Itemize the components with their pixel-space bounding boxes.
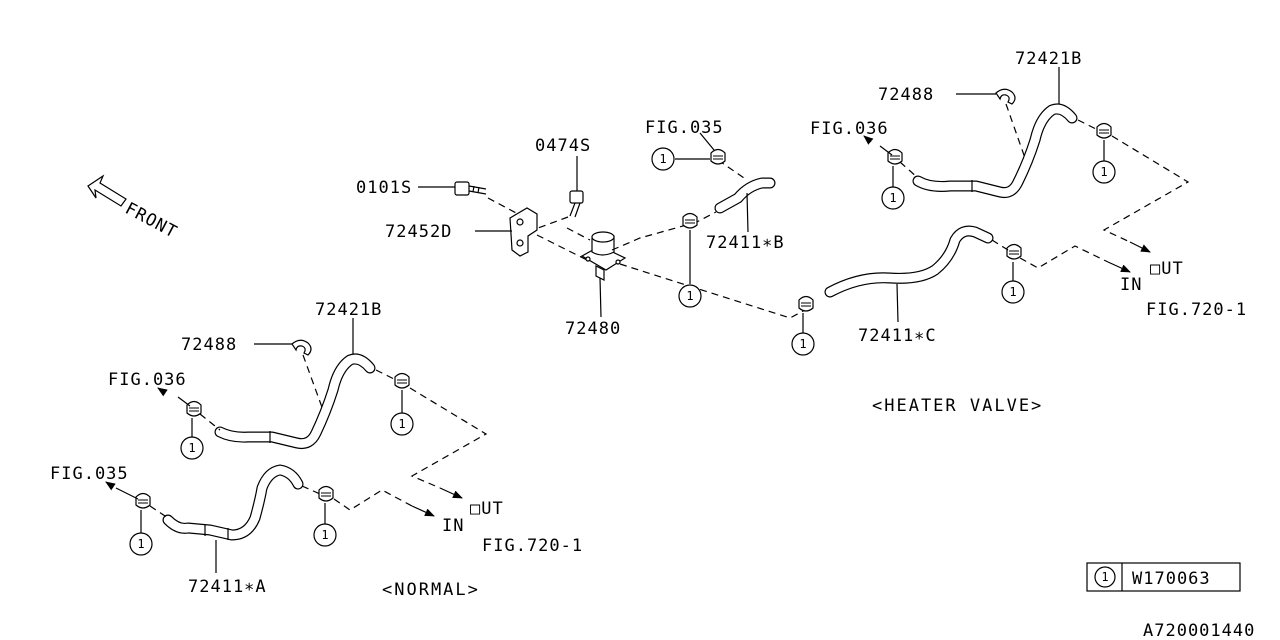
clip-72488-top-icon xyxy=(995,88,1016,105)
ref-fig036-top: FIG.036 xyxy=(810,119,889,139)
ref-fig720-right: FIG.720-1 xyxy=(1146,300,1247,320)
marker-1-label: 1 xyxy=(321,528,328,542)
front-arrow-icon xyxy=(87,174,127,207)
hose-clamp-icon xyxy=(887,148,903,165)
ref-fig035-left: FIG.035 xyxy=(50,464,129,484)
hose-clamp-icon xyxy=(682,212,698,229)
flow-out-left: □UT xyxy=(470,499,504,519)
marker-1-label: 1 xyxy=(659,152,666,166)
marker-1-label: 1 xyxy=(398,417,405,431)
part-label-72411B: 72411∗B xyxy=(706,233,785,253)
hose-clamp-icon xyxy=(135,492,151,509)
marker-1-icon xyxy=(1001,280,1025,304)
ref-fig036-left: FIG.036 xyxy=(108,370,187,390)
marker-1-icon xyxy=(313,523,337,547)
hose-clamp-icon xyxy=(394,372,410,389)
hose-clamp-icon xyxy=(1096,122,1112,139)
marker-1-icon xyxy=(678,284,702,308)
part-label-72488-top: 72488 xyxy=(878,85,934,105)
marker-1-icon xyxy=(129,532,153,556)
part-label-0474S: 0474S xyxy=(535,136,591,156)
part-label-72421B-top: 72421B xyxy=(1015,49,1082,69)
marker-1-label: 1 xyxy=(889,191,896,205)
diagram-id: A720001440 xyxy=(1143,621,1255,640)
part-label-72411C: 72411∗C xyxy=(858,326,937,346)
marker-1-label: 1 xyxy=(686,289,693,303)
flow-out-right: □UT xyxy=(1150,259,1184,279)
marker-1-icon xyxy=(180,436,204,460)
heater-valve-72480-icon xyxy=(580,231,627,281)
section-label-heater-valve: <HEATER VALVE> xyxy=(872,396,1043,416)
bracket-72452D-icon xyxy=(509,207,538,257)
marker-1-icon xyxy=(390,412,414,436)
part-label-72480: 72480 xyxy=(565,319,621,339)
marker-1-icon xyxy=(651,147,675,171)
bolt-0474S-icon xyxy=(569,190,584,218)
front-label: FRONT xyxy=(122,199,181,243)
hose-clamp-icon xyxy=(318,485,334,502)
marker-1-icon xyxy=(1094,566,1116,588)
clip-72488-left-icon xyxy=(291,339,312,356)
marker-1-label: 1 xyxy=(799,337,806,351)
marker-1-label: 1 xyxy=(1009,285,1016,299)
part-label-72488-left: 72488 xyxy=(181,335,237,355)
part-label-72411A: 72411∗A xyxy=(188,577,267,597)
part-label-0101S: 0101S xyxy=(356,178,412,198)
flow-in-right: IN xyxy=(1120,275,1142,295)
flow-in-left: IN xyxy=(442,516,464,536)
marker-1-icon xyxy=(1092,160,1116,184)
ref-fig035-top: FIG.035 xyxy=(645,118,724,138)
legend-marker-label: 1 xyxy=(1101,570,1108,584)
marker-1-icon xyxy=(791,332,815,356)
ref-fig720-left: FIG.720-1 xyxy=(482,536,583,556)
marker-1-label: 1 xyxy=(1100,165,1107,179)
marker-1-label: 1 xyxy=(137,537,144,551)
hose-clamp-icon xyxy=(798,295,814,312)
legend-box xyxy=(1086,562,1241,592)
section-label-normal: <NORMAL> xyxy=(382,580,480,600)
hose-clamp-icon xyxy=(710,148,726,165)
part-label-72421B-left: 72421B xyxy=(315,300,382,320)
bolt-0101S-icon xyxy=(454,181,487,196)
legend-part-number: W170063 xyxy=(1132,569,1211,589)
hose-clamp-icon xyxy=(1006,243,1022,260)
hose-clamp-icon xyxy=(186,400,202,417)
marker-1-label: 1 xyxy=(188,441,195,455)
marker-1-icon xyxy=(881,186,905,210)
part-label-72452D: 72452D xyxy=(385,222,452,242)
